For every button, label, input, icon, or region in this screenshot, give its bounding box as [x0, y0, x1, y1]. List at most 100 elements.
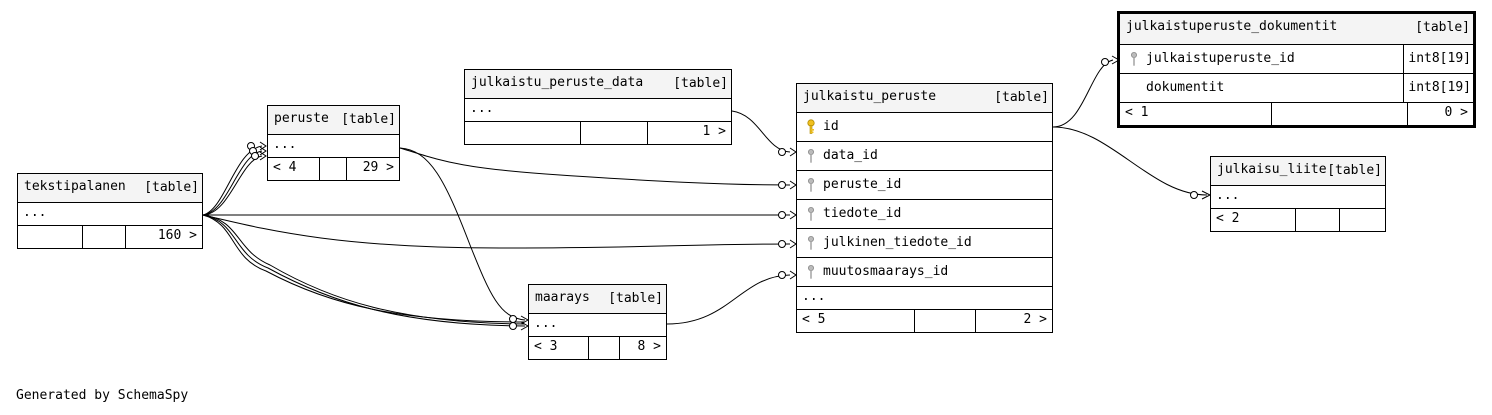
column-row-julkaistuperuste_id[interactable]: julkaistuperuste_id int8[19] — [1120, 45, 1473, 74]
table-name: peruste — [274, 111, 329, 126]
table-name: maarays — [535, 290, 590, 305]
ellipsis-row: ... — [797, 287, 1052, 310]
table-footer: < 4 29 > — [268, 158, 399, 180]
column-count — [915, 310, 976, 332]
table-maarays[interactable]: maarays [table] ... < 3 8 > — [528, 284, 667, 360]
column-count — [589, 337, 620, 359]
table-footer: 160 > — [18, 226, 202, 248]
ellipsis-row: ... — [18, 203, 202, 226]
child-count: 1 > — [702, 124, 726, 139]
table-name: julkaisu_liite — [1217, 162, 1327, 177]
ellipsis-text: ... — [273, 137, 297, 152]
child-count: 160 > — [157, 228, 197, 243]
table-footer: < 1 0 > — [1120, 103, 1473, 125]
ellipsis-text: ... — [534, 316, 558, 331]
edge-maarays-muutosmaarays_id — [666, 274, 791, 325]
column-name: dokumentit — [1146, 80, 1225, 95]
child-count: 29 > — [362, 160, 394, 175]
parent-count: < 1 — [1120, 103, 1272, 125]
table-julkaistu_peruste_data[interactable]: julkaistu_peruste_data [table] ... 1 > — [464, 69, 732, 145]
foreign-key-icon — [1131, 52, 1137, 66]
foreign-key-icon — [808, 149, 814, 163]
edge-end-circle — [509, 315, 517, 323]
ellipsis-text: ... — [1216, 188, 1240, 203]
ellipsis-text: ... — [470, 101, 494, 116]
table-type: [table] — [144, 180, 199, 195]
table-type: [table] — [1415, 20, 1470, 35]
column-count — [320, 158, 347, 180]
table-julkaistu_peruste[interactable]: julkaistu_peruste [table] id data_id per… — [796, 83, 1053, 333]
table-header: julkaisu_liite [table] — [1211, 157, 1385, 186]
foreign-key-icon — [808, 207, 814, 221]
edge-tekstipalanen-julkinen_tiedote_id — [202, 214, 791, 249]
column-name: julkaistuperuste_id — [1146, 51, 1295, 66]
table-footer: < 5 2 > — [797, 310, 1052, 332]
column-count — [83, 226, 126, 248]
table-header: julkaistuperuste_dokumentit [table] — [1120, 14, 1473, 45]
ellipsis-row: ... — [465, 99, 731, 122]
column-name: tiedote_id — [823, 206, 902, 221]
column-count — [1296, 209, 1340, 231]
table-type: [table] — [673, 76, 728, 91]
child-count: 2 > — [1023, 312, 1047, 327]
edge-end-circle — [778, 148, 786, 156]
ellipsis-row: ... — [529, 314, 666, 337]
child-count — [1340, 209, 1385, 231]
edge-data-data_id — [731, 110, 791, 153]
parent-count: < 3 — [529, 337, 589, 359]
parent-count: < 4 — [268, 158, 320, 180]
edge-peruste-maarays — [399, 147, 526, 321]
column-name: data_id — [823, 148, 878, 163]
primary-key-icon — [807, 119, 815, 134]
foreign-key-icon — [808, 178, 814, 192]
table-header: peruste [table] — [268, 106, 399, 135]
edge-peruste-peruste_id — [399, 147, 791, 186]
column-row-data_id[interactable]: data_id — [797, 142, 1052, 171]
table-header: maarays [table] — [529, 285, 666, 314]
column-name: julkinen_tiedote_id — [823, 235, 972, 250]
table-type: [table] — [994, 90, 1049, 105]
table-julkaistuperuste_dokumentit[interactable]: julkaistuperuste_dokumentit [table] julk… — [1117, 11, 1476, 128]
table-header: julkaistu_peruste [table] — [797, 84, 1052, 113]
generator-credit: Generated by SchemaSpy — [16, 388, 189, 403]
column-type: int8[19] — [1403, 74, 1473, 102]
parent-count — [465, 122, 581, 144]
ellipsis-row: ... — [268, 135, 399, 158]
foreign-key-icon — [808, 265, 814, 279]
edge-end-circle — [778, 181, 786, 189]
edge-end-circle — [778, 211, 786, 219]
edge-end-circle — [251, 152, 259, 160]
table-tekstipalanen[interactable]: tekstipalanen [table] ... 160 > — [17, 173, 203, 249]
column-name: peruste_id — [823, 177, 902, 192]
ellipsis-text: ... — [23, 205, 47, 220]
table-name: tekstipalanen — [24, 179, 126, 194]
column-name: id — [823, 119, 839, 134]
column-name: muutosmaarays_id — [823, 264, 949, 279]
edge-end-circle — [509, 322, 517, 330]
foreign-key-icon — [808, 236, 814, 250]
parent-count: < 5 — [797, 310, 915, 332]
ellipsis-row: ... — [1211, 186, 1385, 209]
column-row-dokumentit[interactable]: dokumentit int8[19] — [1120, 74, 1473, 103]
edge-tekstipalanen-maarays — [202, 214, 526, 323]
edge-tekstipalanen-peruste — [202, 155, 263, 216]
ellipsis-text: ... — [802, 289, 826, 304]
edge-end-circle — [778, 240, 786, 248]
column-row-julkinen_tiedote_id[interactable]: julkinen_tiedote_id — [797, 229, 1052, 258]
table-type: [table] — [341, 112, 396, 127]
column-row-muutosmaarays_id[interactable]: muutosmaarays_id — [797, 258, 1052, 287]
table-julkaisu_liite[interactable]: julkaisu_liite [table] ... < 2 — [1210, 156, 1386, 232]
table-type: [table] — [608, 291, 663, 306]
edge-end-circle — [1101, 58, 1109, 66]
column-type: int8[19] — [1403, 45, 1473, 73]
edge-tekstipalanen-maarays — [202, 214, 526, 327]
column-row-peruste_id[interactable]: peruste_id — [797, 171, 1052, 200]
table-name: julkaistuperuste_dokumentit — [1126, 19, 1338, 34]
table-peruste[interactable]: peruste [table] ... < 4 29 > — [267, 105, 400, 181]
edge-end-circle — [778, 271, 786, 279]
column-row-id[interactable]: id — [797, 113, 1052, 142]
edge-jp-dokumentit — [1052, 59, 1114, 128]
edge-jp-julkaisu_liite — [1052, 126, 1208, 196]
column-row-tiedote_id[interactable]: tiedote_id — [797, 200, 1052, 229]
